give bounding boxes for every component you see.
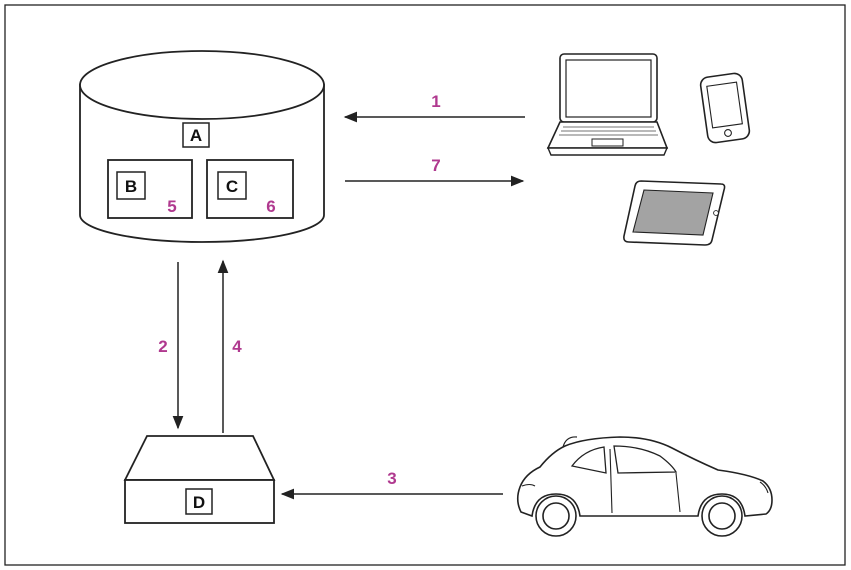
car-icon <box>516 436 773 537</box>
step-1-label: 1 <box>431 92 440 111</box>
node-c-label: C <box>226 177 238 196</box>
node-d-label: D <box>193 493 205 512</box>
node-a-label: A <box>190 126 202 145</box>
diagram-frame <box>4 4 846 566</box>
smartphone-icon <box>699 72 751 144</box>
node-d-box <box>185 488 213 515</box>
node-a-box <box>182 122 210 148</box>
step-4-label: 4 <box>232 337 242 356</box>
step-3-label: 3 <box>387 469 396 488</box>
database-cylinder: A B 5 C 6 <box>79 50 325 243</box>
device-box: D <box>123 435 276 524</box>
node-b-box <box>116 171 146 200</box>
node-b-label: B <box>125 177 137 196</box>
step-6-label: 6 <box>266 197 275 216</box>
laptop-icon <box>546 53 669 156</box>
step-5-label: 5 <box>167 197 176 216</box>
tablet-icon <box>623 180 726 246</box>
step-7-label: 7 <box>431 156 440 175</box>
step-2-label: 2 <box>158 337 167 356</box>
node-c-box <box>217 171 247 200</box>
